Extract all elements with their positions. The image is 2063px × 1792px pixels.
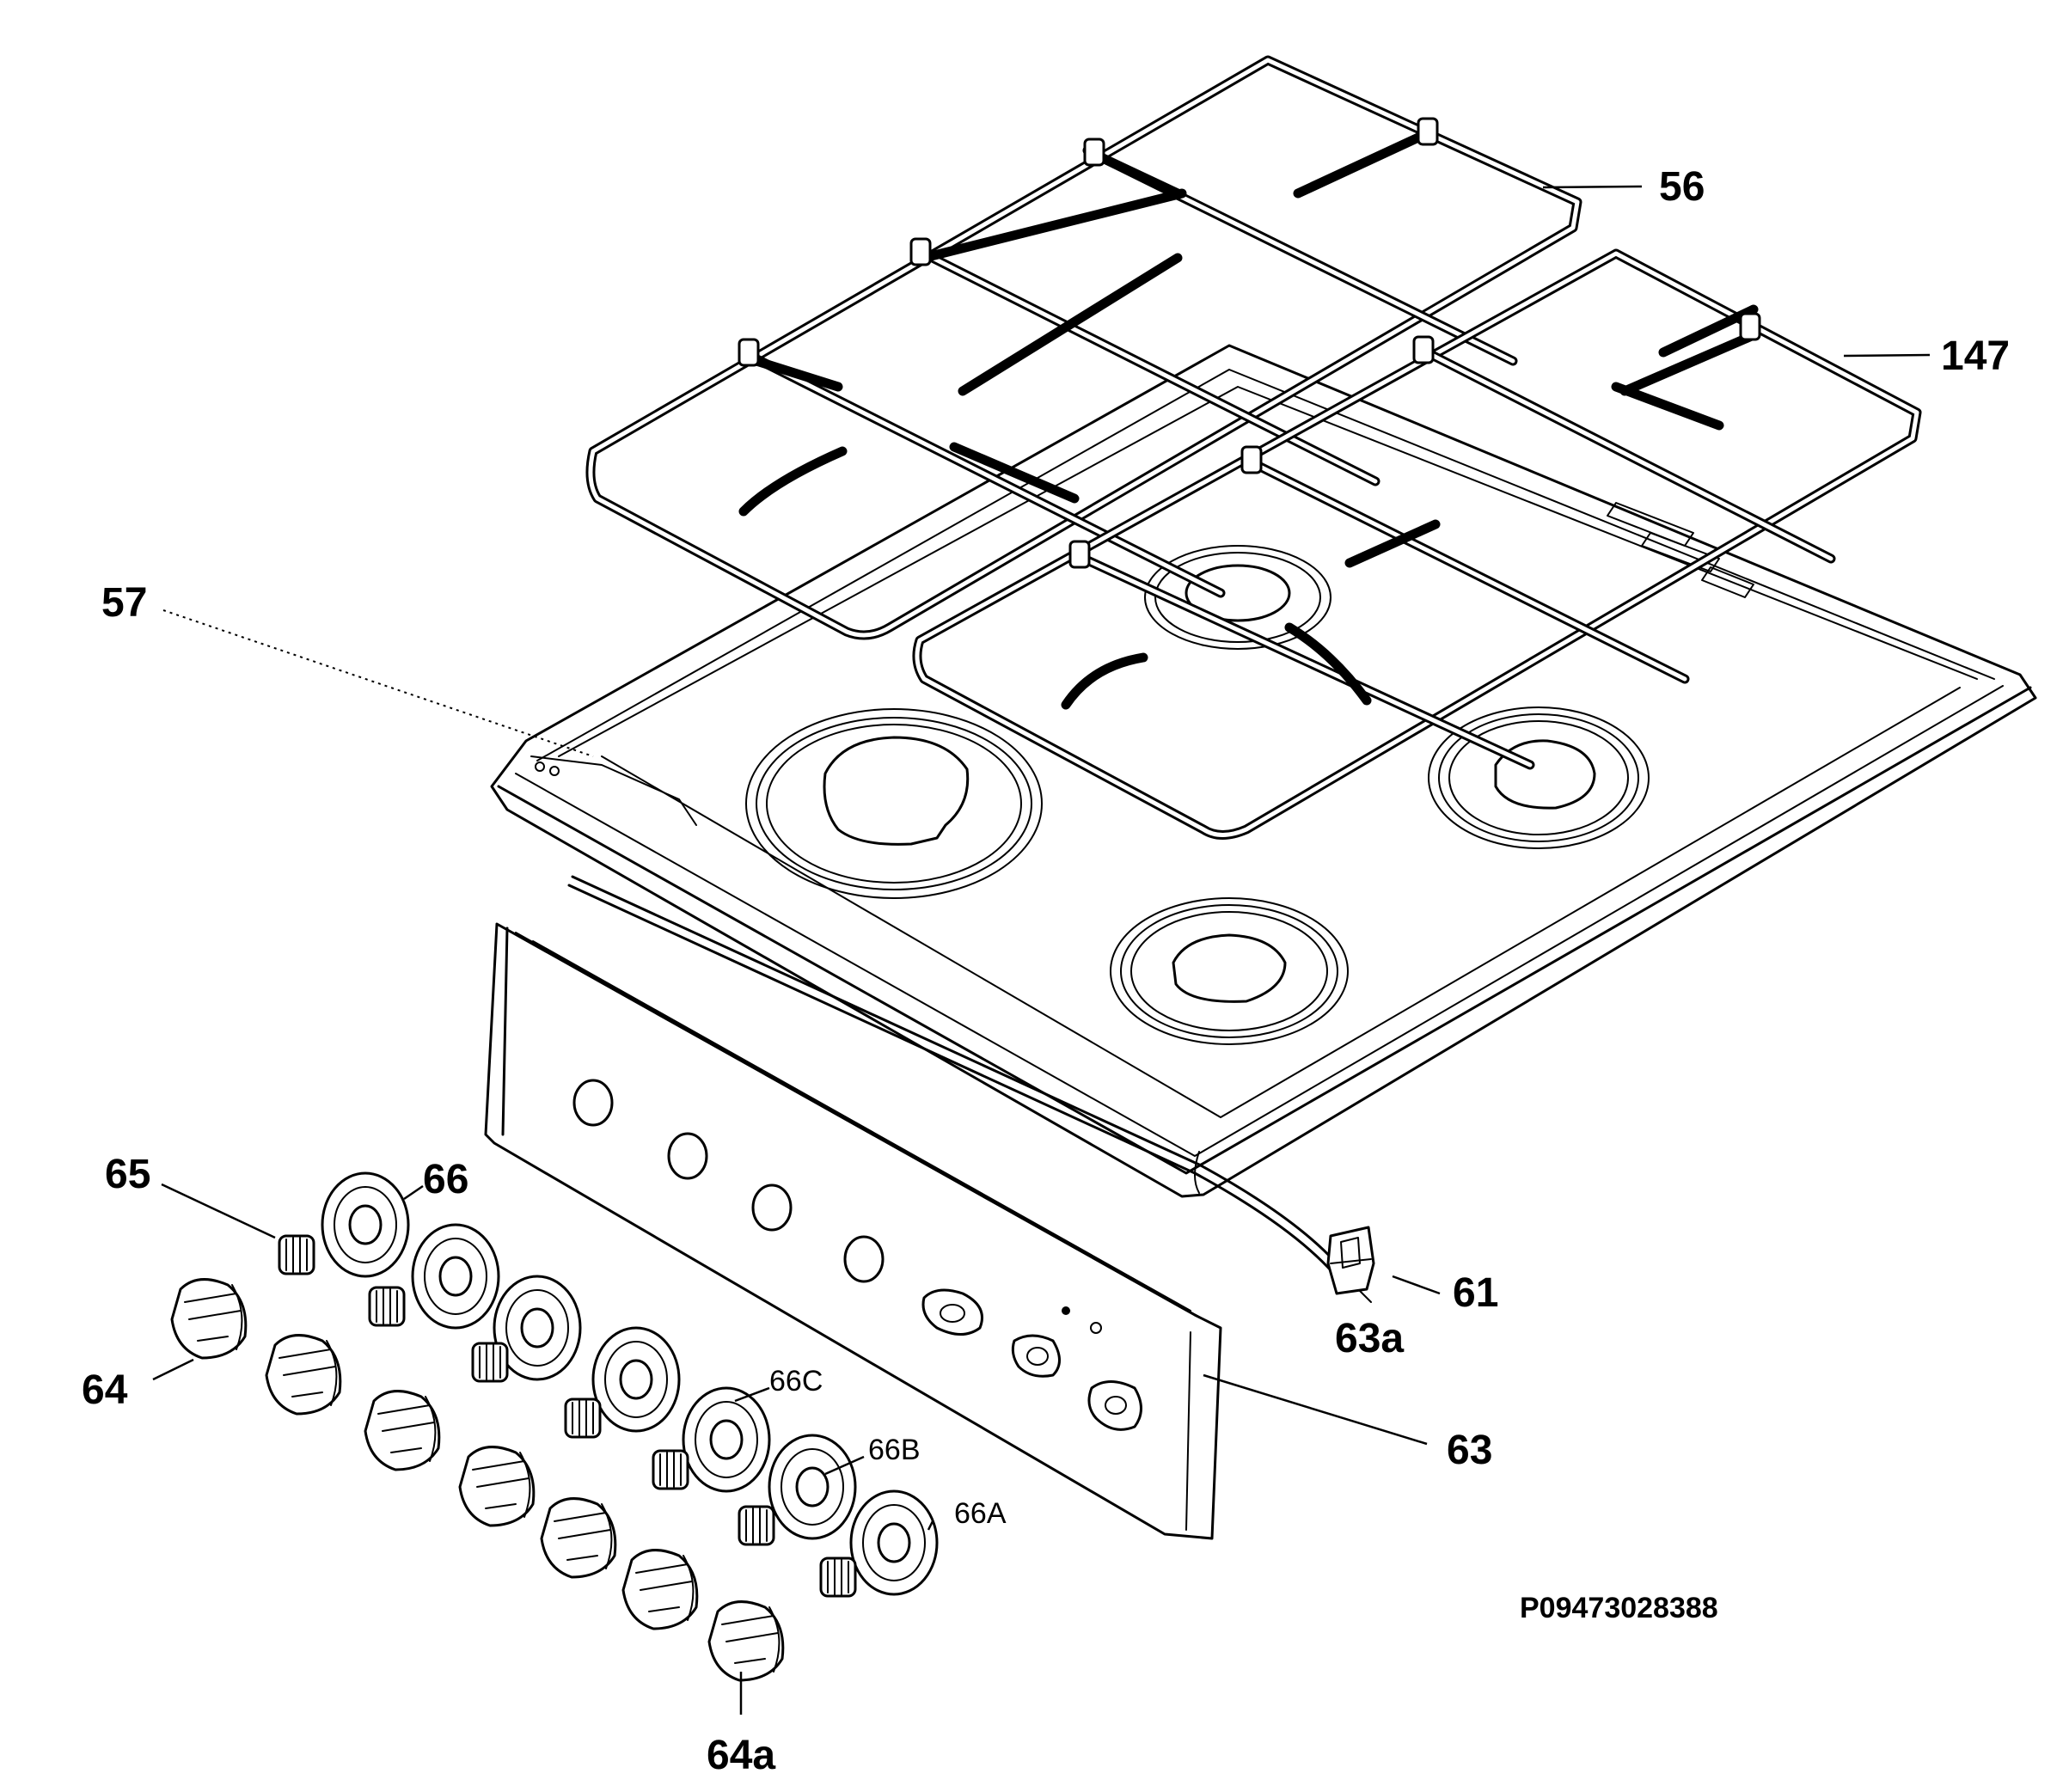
- bezel-66: [321, 1171, 939, 1596]
- leader-lines: [152, 185, 1931, 1715]
- label-66a: 66A: [954, 1497, 1007, 1530]
- label-66c: 66C: [769, 1365, 823, 1398]
- part-labels: 56 147 57 65 66 64 66C 66B 66A 64a 61 63…: [82, 164, 2010, 1778]
- label-65: 65: [105, 1152, 150, 1197]
- burner-left-front: [745, 708, 1043, 899]
- burner-right-rear: [1428, 706, 1650, 849]
- label-61: 61: [1453, 1270, 1498, 1316]
- label-66b: 66B: [868, 1434, 921, 1466]
- knob-64: [170, 1278, 785, 1682]
- control-panel: [484, 922, 1222, 1540]
- clip-part: [1326, 1226, 1375, 1295]
- label-63: 63: [1447, 1428, 1492, 1473]
- label-64: 64: [82, 1367, 128, 1413]
- hob-top-plate: [490, 344, 2037, 1198]
- knob-set: [170, 1171, 939, 1682]
- label-57: 57: [101, 580, 147, 626]
- label-63a: 63a: [1335, 1316, 1404, 1361]
- burner-front-centre: [1110, 897, 1349, 1045]
- label-56: 56: [1659, 164, 1705, 210]
- label-147: 147: [1941, 333, 2010, 379]
- label-64a: 64a: [707, 1733, 775, 1778]
- spring-65: [278, 1234, 857, 1598]
- label-66: 66: [423, 1157, 468, 1202]
- pan-support-right: [912, 248, 1922, 840]
- drawing-code: P09473028388: [1520, 1592, 1718, 1624]
- burner-rear-small: [1144, 545, 1331, 650]
- pan-support-left: [585, 55, 1582, 640]
